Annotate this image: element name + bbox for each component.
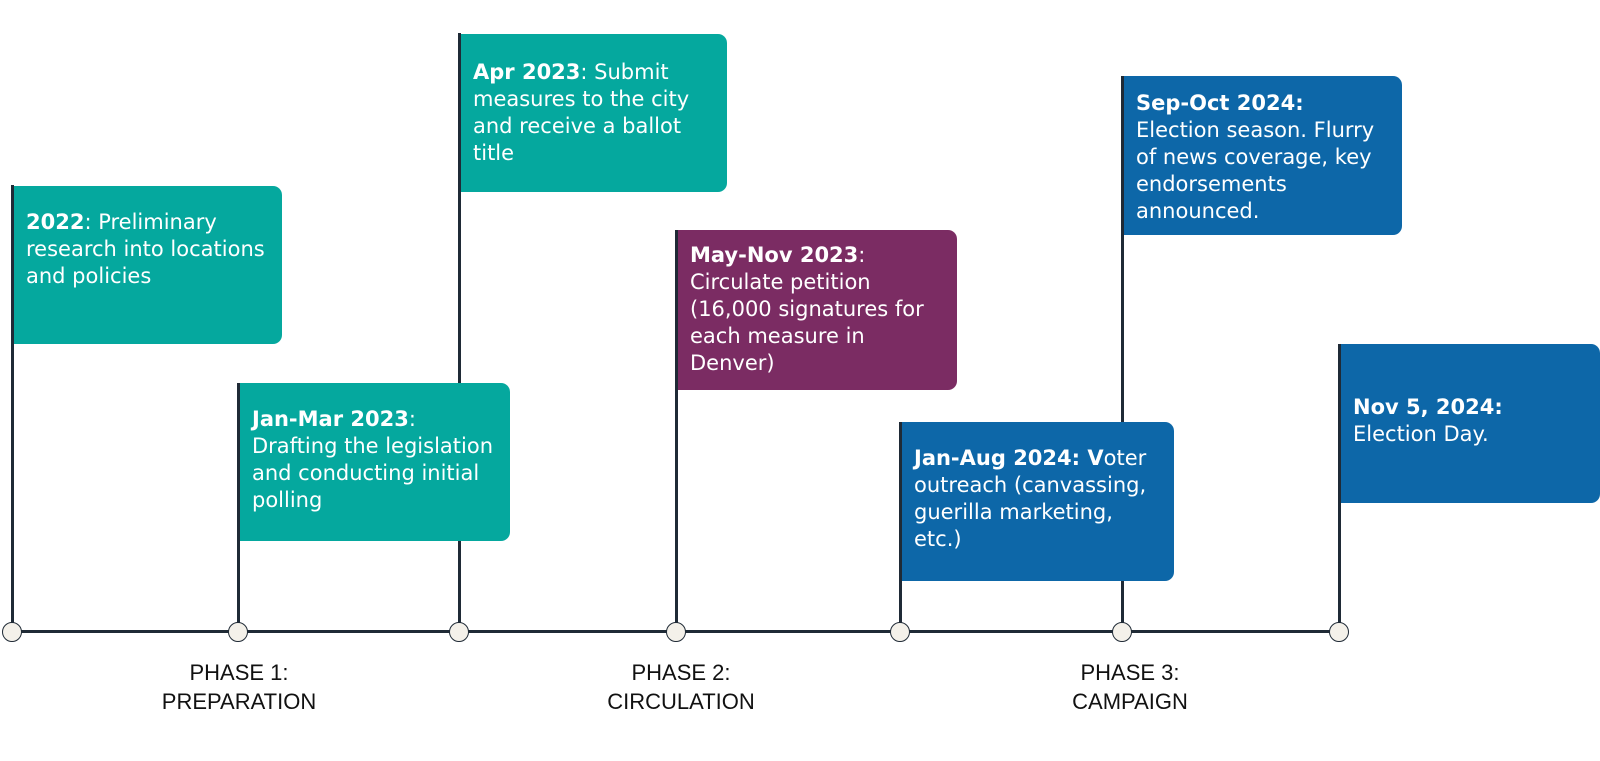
- timeline-node: [1112, 622, 1132, 642]
- flag-pole: [11, 185, 14, 631]
- timeline-node: [890, 622, 910, 642]
- milestone-text: Preliminary research into locations and …: [26, 210, 265, 288]
- milestone-separator: :: [408, 407, 416, 431]
- milestone-date: Nov 5, 2024:: [1353, 395, 1503, 419]
- milestone-flag-jan-aug-2024: Jan-Aug 2024: Voter outreach (canvassing…: [902, 422, 1174, 581]
- timeline-node: [1329, 622, 1349, 642]
- flag-pole: [899, 422, 902, 631]
- timeline-node: [449, 622, 469, 642]
- milestone-date: May-Nov 2023: [690, 243, 859, 267]
- milestone-flag-sep-oct-2024: Sep-Oct 2024: Election season. Flurry of…: [1124, 76, 1402, 235]
- milestone-text: Election Day.: [1353, 422, 1489, 446]
- phase-title: CIRCULATION: [607, 689, 755, 714]
- milestone-flag-jan-mar-2023: Jan-Mar 2023: Drafting the legislation a…: [240, 383, 510, 541]
- phase-title: CAMPAIGN: [1072, 689, 1188, 714]
- flag-pole: [1338, 344, 1341, 631]
- milestone-flag-apr-2023: Apr 2023: Submit measures to the city an…: [461, 34, 727, 192]
- timeline-node: [2, 622, 22, 642]
- phase-number: PHASE 2:: [631, 660, 731, 685]
- flag-pole: [675, 230, 678, 631]
- milestone-separator: :: [858, 243, 866, 267]
- phase-number: PHASE 3:: [1080, 660, 1180, 685]
- flag-pole: [1121, 76, 1124, 631]
- phase-label-circulation: PHASE 2: CIRCULATION: [561, 658, 801, 716]
- milestone-date: Jan-Mar 2023: [252, 407, 409, 431]
- milestone-flag-may-nov-2023: May-Nov 2023: Circulate petition (16,000…: [678, 230, 957, 390]
- milestone-flag-nov-5-2024: Nov 5, 2024: Election Day.: [1341, 344, 1600, 503]
- milestone-date: Sep-Oct 2024:: [1136, 91, 1304, 115]
- phase-title: PREPARATION: [161, 689, 317, 714]
- milestone-date: Jan-Aug 2024: V: [914, 446, 1104, 470]
- timeline-node: [228, 622, 248, 642]
- flag-pole: [458, 33, 461, 631]
- timeline-node: [666, 622, 686, 642]
- milestone-text: Submit measures to the city and receive …: [473, 60, 690, 165]
- flag-pole: [237, 383, 240, 631]
- milestone-text: Election season. Flurry of news coverage…: [1136, 118, 1375, 223]
- phase-label-preparation: PHASE 1: PREPARATION: [119, 658, 359, 716]
- milestone-flag-2022: 2022: Preliminary research into location…: [14, 186, 282, 344]
- phase-number: PHASE 1:: [189, 660, 289, 685]
- milestone-text: oter outreach (canvassing, guerilla mark…: [914, 446, 1147, 551]
- milestone-separator: :: [84, 210, 92, 234]
- milestone-date: Apr 2023: [473, 60, 581, 84]
- milestone-separator: :: [580, 60, 588, 84]
- milestone-text: Drafting the legislation and conducting …: [252, 434, 494, 512]
- milestone-text: Circulate petition (16,000 signatures fo…: [690, 270, 924, 375]
- milestone-date: 2022: [26, 210, 85, 234]
- phase-label-campaign: PHASE 3: CAMPAIGN: [1010, 658, 1250, 716]
